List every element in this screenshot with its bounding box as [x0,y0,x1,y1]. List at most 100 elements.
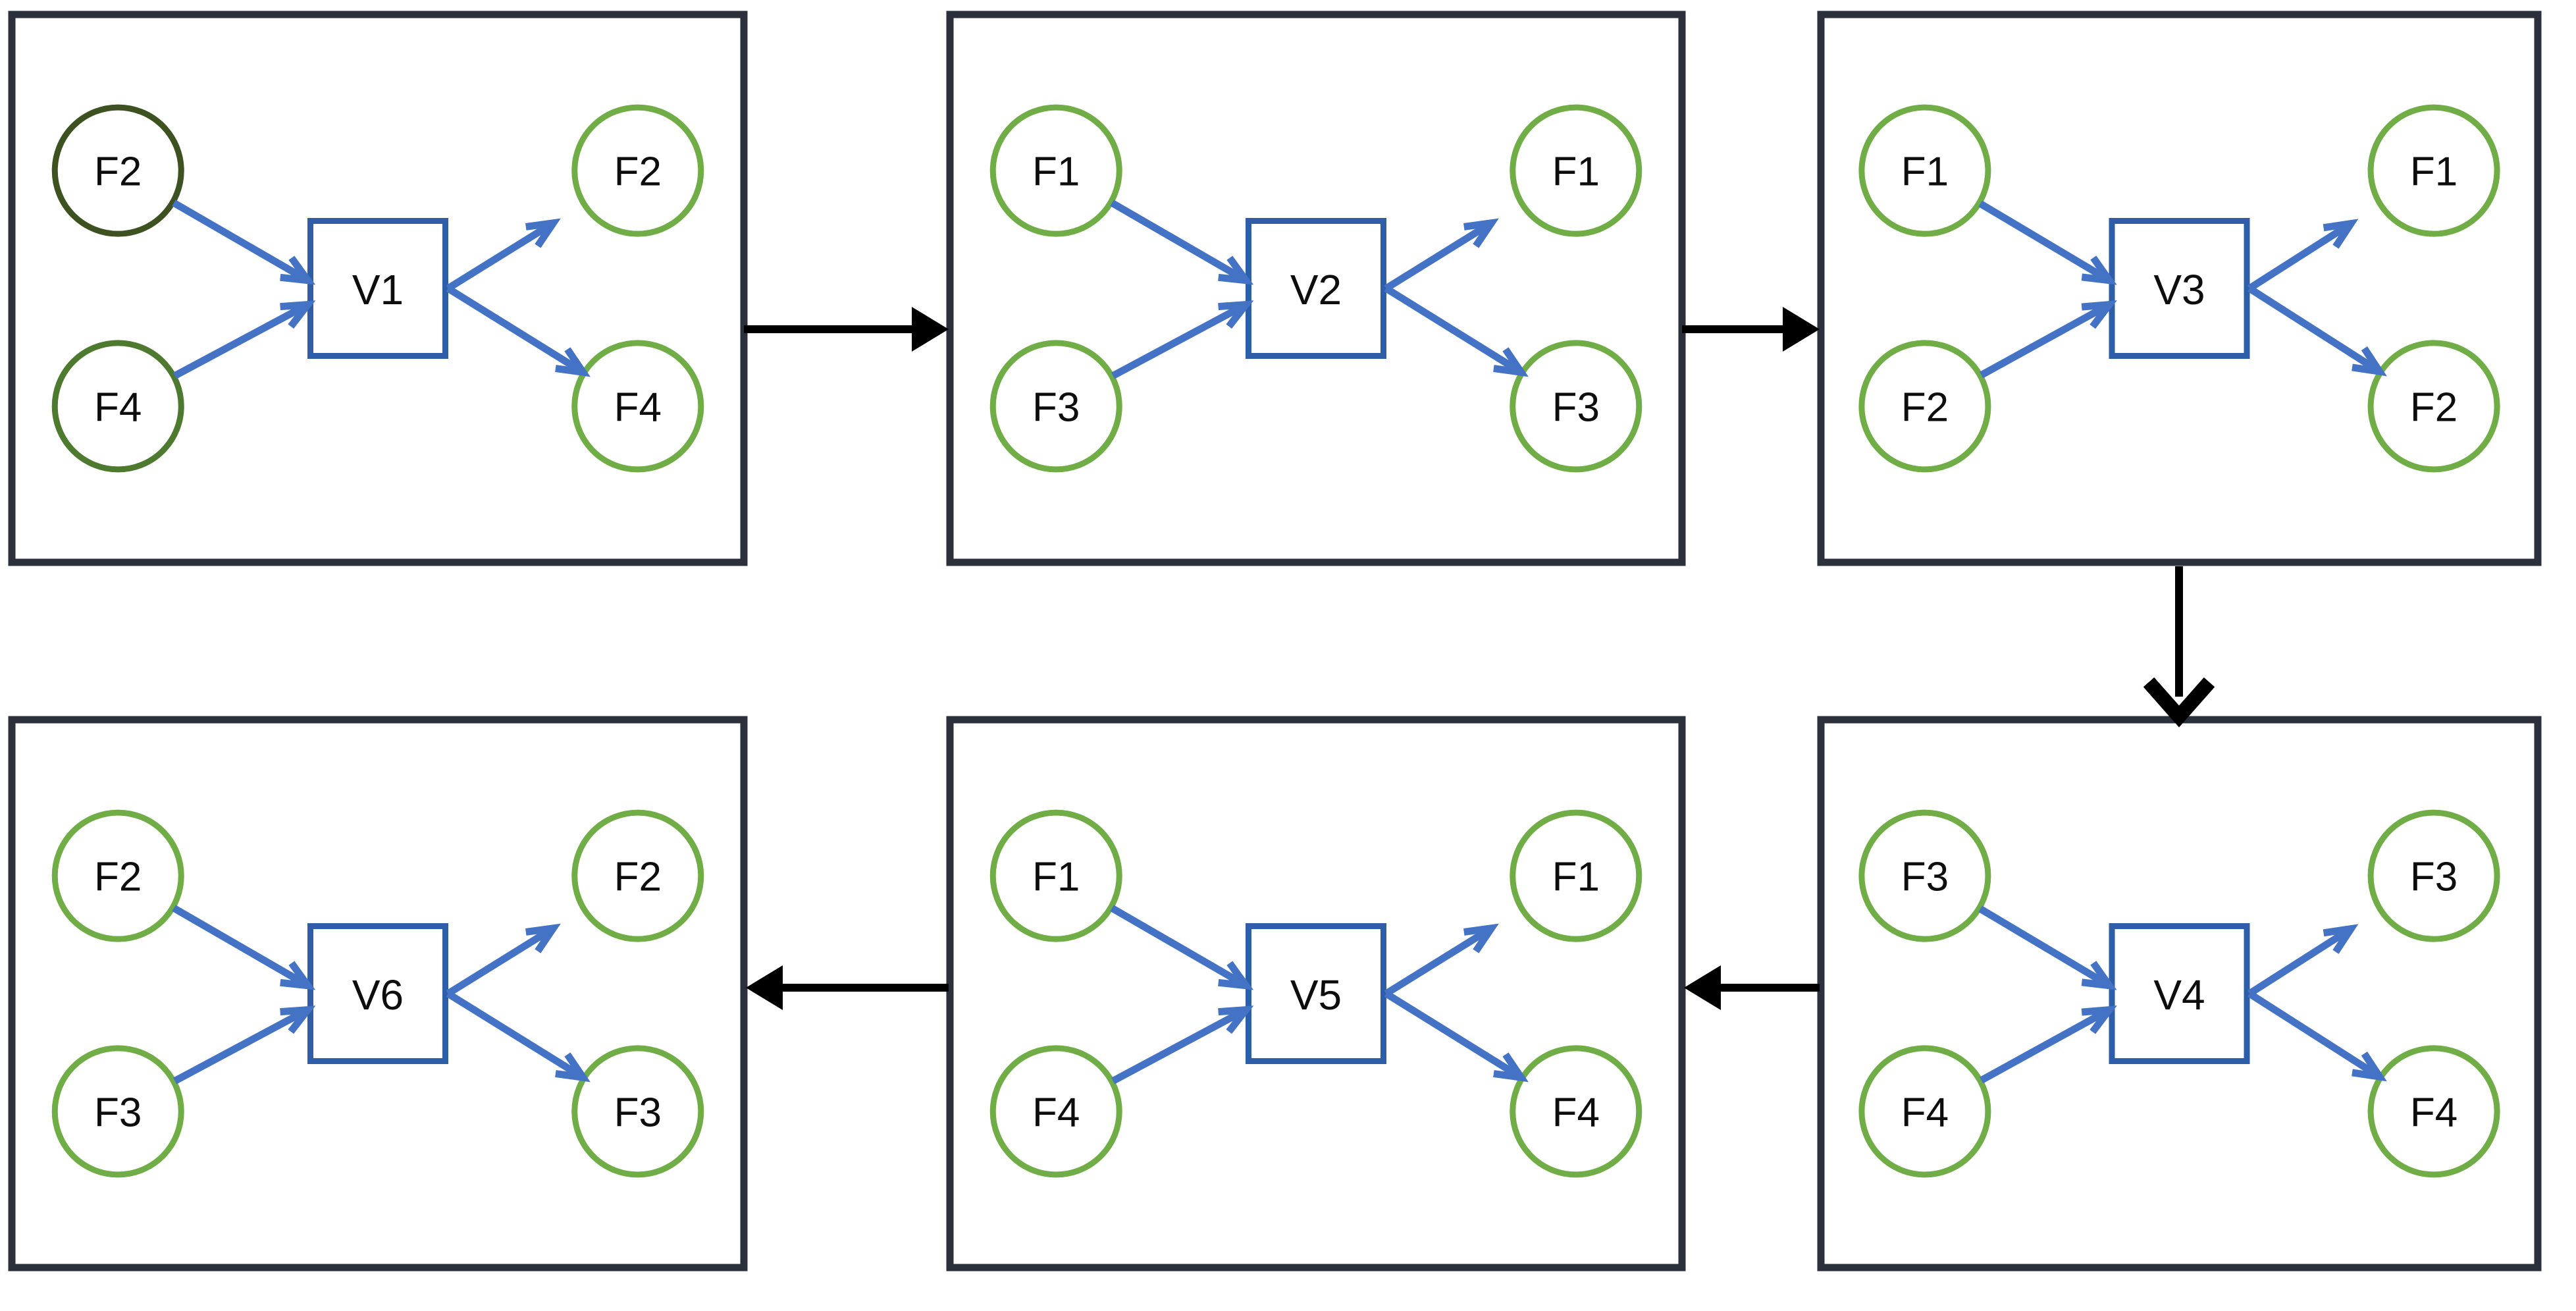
panel-v1-output-circle-F2[interactable] [571,104,704,237]
panel-v6-output-circle-F3[interactable] [571,1045,704,1178]
panel-v4-arrow-input-top-shaft [1978,905,2111,989]
panel-v2-output-circle-F3[interactable] [1510,340,1643,473]
panel-v5-arrow-output-bottom-head [1493,1052,1529,1083]
panel-v5-arrow-output-top-shaft [1384,925,1494,997]
panel-v1-arrow-input-top-head [280,255,316,285]
panel-v2-input-label-F3: F3 [1032,385,1080,430]
panel-v3-output-label-F2: F2 [2410,385,2458,430]
panel-v5-vertex-label: V5 [1290,971,1342,1019]
panel-v4-input-circle-F4[interactable] [1858,1045,1991,1178]
panel-v2-arrow-output-bottom-head [1493,347,1529,377]
panel-v2-output-label-F3: F3 [1552,385,1600,430]
panel-v1-arrow-input-top-shaft [172,200,310,284]
connector-v5-v6 [746,965,949,1010]
panel-v6-input-label-F2: F2 [94,855,142,900]
panel-v6-arrow-input-bottom-shaft [173,1006,310,1084]
panel-v3-vertex-box[interactable] [2109,218,2250,359]
panel-v5-output-label-F1: F1 [1552,855,1600,900]
connectors-group [744,307,2215,1010]
panel-v6-arrow-input-bottom-head [280,1005,316,1034]
panel-v1-output-label-F2: F2 [614,149,662,195]
panel-v4-arrow-output-top-shaft [2247,925,2353,997]
panel-v4-output-label-F3: F3 [2410,855,2458,900]
panel-v4-arrow-output-bottom-shaft [2247,990,2382,1080]
panel-v6-arrow-output-bottom-shaft [446,990,585,1081]
panel-v4-output-label-F4: F4 [2410,1090,2458,1135]
panels-group: V1F2F4F2F4V2F1F3F1F3V3F1F2F1F2V4F3F4F3F4… [8,11,2542,1271]
connector-v4-v5 [1684,965,1820,1010]
panel-v4-output-circle-F3[interactable] [2367,809,2500,942]
panel-v3-output-label-F1: F1 [2410,149,2458,195]
panel-v3-input-label-F1: F1 [1901,149,1949,195]
panel-v4-arrow-output-top-head [2323,924,2359,954]
panel-v5-arrow-output-top-head [1463,923,1499,953]
panel-v6-output-label-F2: F2 [614,855,662,900]
panel-v5-arrow-input-bottom-shaft [1111,1006,1248,1084]
panel-v6-arrow-input-top-head [280,961,316,990]
panel-v2-input-circle-F3[interactable] [989,340,1122,473]
connector-v2-v3 [1682,307,1820,352]
connector-v5-v6-head [746,965,783,1010]
panel-v5-input-circle-F1[interactable] [989,809,1122,942]
panel-v4-input-label-F3: F3 [1901,855,1949,900]
panel-v5-input-label-F1: F1 [1032,855,1080,900]
panel-v6-input-circle-F3[interactable] [51,1045,184,1178]
panel-v4-input-label-F4: F4 [1901,1090,1949,1135]
panel-v5-input-label-F4: F4 [1032,1090,1080,1135]
panel-v3-input-circle-F1[interactable] [1858,104,1991,237]
panel-v2-arrow-input-bottom-shaft [1111,301,1248,379]
panel-v3-arrow-input-top-shaft [1978,200,2111,284]
panel-v1-arrow-output-top-head [525,218,561,248]
panel-v3-input-label-F2: F2 [1901,385,1949,430]
panel-v3-output-circle-F2[interactable] [2367,340,2500,473]
panel-v2-arrow-output-top-shaft [1384,220,1494,292]
panel-v5-arrow-input-bottom-head [1218,1005,1254,1034]
panel-v2-input-label-F1: F1 [1032,149,1080,195]
panel-v6-output-label-F3: F3 [614,1090,662,1135]
panel-v6-vertex-label: V6 [352,971,404,1019]
panel-v6-arrow-output-top-head [525,923,561,953]
panel-v4-arrow-input-bottom-shaft [1980,1006,2111,1084]
panel-v2-input-circle-F1[interactable] [989,104,1122,237]
panel-v1-arrow-output-top-shaft [446,220,556,292]
panel-v2-output-circle-F1[interactable] [1510,104,1643,237]
panel-v6-output-circle-F2[interactable] [571,809,704,942]
panel-v1-input-label-F2: F2 [94,149,142,195]
panel-v3-output-circle-F1[interactable] [2367,104,2500,237]
panel-v4-vertex-box[interactable] [2109,923,2250,1064]
panel-v6-vertex-box[interactable] [307,923,448,1064]
panel-v5-arrow-input-top-head [1218,961,1254,990]
panel-v4-input-circle-F3[interactable] [1858,809,1991,942]
panel-v2-vertex-box[interactable] [1246,218,1386,359]
connector-v2-v3-head [1783,307,1820,352]
panel-v5-arrow-input-top-shaft [1110,905,1248,989]
panel-v2-arrow-input-top-head [1218,255,1254,285]
panel-v1-input-circle-F4[interactable] [51,340,184,473]
panel-v1-arrow-output-bottom-head [555,347,591,377]
panel-v5-output-circle-F4[interactable] [1510,1045,1643,1178]
panel-v6-arrow-input-top-shaft [172,905,310,989]
panel-v1-output-circle-F4[interactable] [571,340,704,473]
panel-v4-output-circle-F4[interactable] [2367,1045,2500,1178]
panel-v3-vertex-label: V3 [2153,266,2205,313]
panel-v5-vertex-box[interactable] [1246,923,1386,1064]
panel-v5-output-circle-F1[interactable] [1510,809,1643,942]
panel-v6-input-circle-F2[interactable] [51,809,184,942]
connector-v4-v5-head [1684,965,1721,1010]
panel-v6-input-label-F3: F3 [94,1090,142,1135]
panel-v1-input-circle-F2[interactable] [51,104,184,237]
panel-v5-input-circle-F4[interactable] [989,1045,1122,1178]
panel-v1-input-label-F4: F4 [94,385,142,430]
panel-v1-arrow-input-bottom-shaft [173,301,310,379]
panel-v2-output-label-F1: F1 [1552,149,1600,195]
panel-v4-arrow-input-top-head [2081,961,2117,990]
panel-v3-arrow-output-bottom-shaft [2247,285,2382,375]
panel-v1-vertex-box[interactable] [307,218,448,359]
panel-v3-input-circle-F2[interactable] [1858,340,1991,473]
